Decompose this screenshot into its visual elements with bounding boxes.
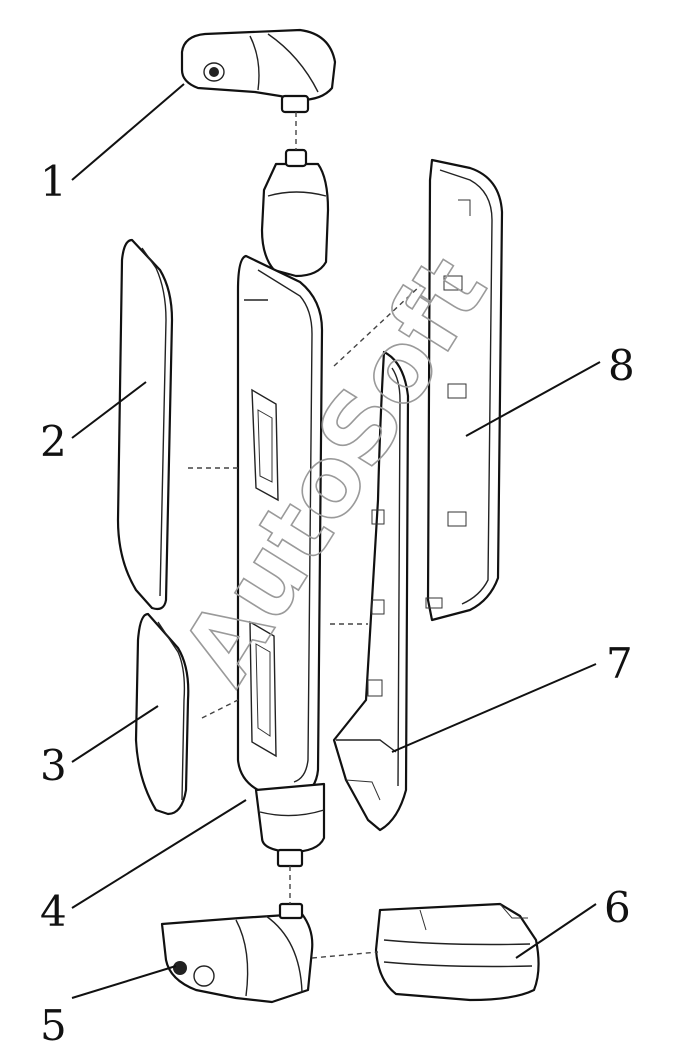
callout-8: 8 [608,341,635,390]
callout-3: 3 [40,741,67,790]
part-1-top-bracket [180,28,337,114]
part-2-main-mirror-glass [116,238,174,611]
leader-lines [71,83,601,999]
callout-4: 4 [40,887,67,936]
callout-labels: 1 2 3 4 5 6 7 8 [40,157,635,1050]
callout-6: 6 [604,883,631,932]
assembly-lines [188,112,421,959]
callout-5: 5 [40,1001,67,1050]
part-3-lower-mirror-glass [134,612,190,816]
part-5-bottom-bracket [160,902,314,1004]
callout-7: 7 [606,639,633,688]
part-7-inner-cover [332,350,410,832]
callout-1: 1 [40,157,67,206]
part-6-bottom-cover [374,902,540,1002]
part-4-mirror-housing [236,148,330,868]
callout-2: 2 [40,417,67,466]
part-8-rear-cover [425,158,504,622]
